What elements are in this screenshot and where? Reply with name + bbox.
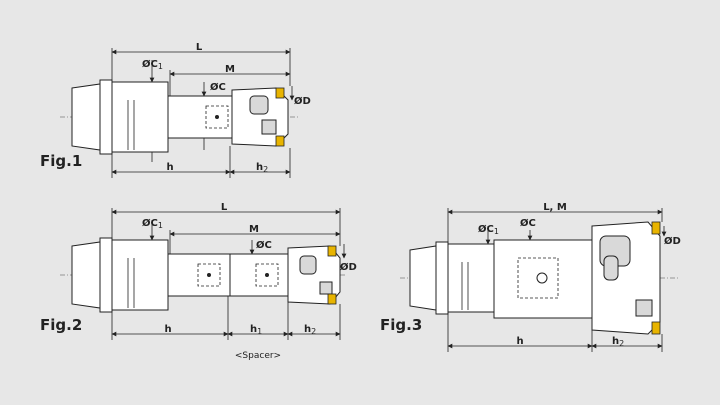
dim-M: M bbox=[249, 224, 259, 235]
dim-C: ØC bbox=[210, 81, 226, 93]
dim-C: ØC bbox=[256, 239, 272, 251]
dim-D: ØD bbox=[664, 235, 681, 247]
figure-3: L, M ØC1 ØC ØD h h2 Fig.3 bbox=[380, 202, 681, 352]
fig3-label: Fig.3 bbox=[380, 316, 422, 334]
dim-M: M bbox=[225, 64, 235, 75]
dim-h: h bbox=[516, 336, 523, 347]
dim-h1: h1 bbox=[250, 324, 262, 336]
fig2-label: Fig.2 bbox=[40, 316, 82, 334]
insert-top bbox=[651, 221, 661, 235]
figure-2: L M ØC1 ØC ØD h h1 h2 <Spacer> Fig.2 bbox=[40, 202, 357, 361]
shank-taper bbox=[71, 83, 101, 151]
dim-C1: ØC1 bbox=[478, 223, 499, 236]
dim-h2: h2 bbox=[304, 324, 316, 336]
spacer-label: <Spacer> bbox=[235, 351, 281, 361]
dim-L: L bbox=[221, 202, 228, 213]
extension-body bbox=[167, 253, 231, 297]
dim-C1: ØC1 bbox=[142, 58, 163, 71]
insert-top bbox=[275, 87, 285, 99]
insert-bottom bbox=[651, 321, 661, 335]
dim-h: h bbox=[166, 162, 173, 173]
spacer-body bbox=[229, 253, 289, 297]
dim-h2: h2 bbox=[256, 162, 268, 174]
dim-h: h bbox=[164, 324, 171, 335]
dim-C: ØC bbox=[520, 217, 536, 229]
figure-1: L M ØC1 ØC ØD h h2 Fig.1 bbox=[40, 42, 311, 178]
insert-bottom bbox=[327, 293, 337, 305]
insert-top bbox=[327, 245, 337, 257]
fig1-label: Fig.1 bbox=[40, 152, 82, 170]
dim-D: ØD bbox=[340, 261, 357, 273]
dim-C1: ØC1 bbox=[142, 217, 163, 230]
insert-bottom bbox=[275, 135, 285, 147]
extension-body bbox=[167, 95, 233, 139]
dim-h2: h2 bbox=[612, 336, 624, 348]
flange-body bbox=[111, 81, 169, 153]
dim-D: ØD bbox=[294, 95, 311, 107]
dim-LM: L, M bbox=[543, 202, 567, 213]
dim-L: L bbox=[196, 42, 203, 53]
